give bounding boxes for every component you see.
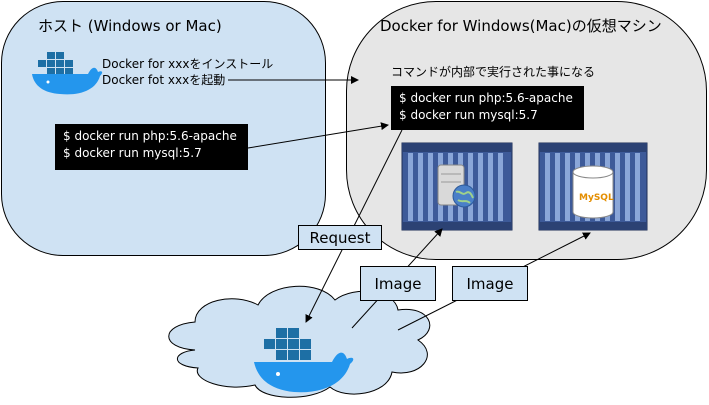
mysql-logo-text: MySQL — [579, 193, 614, 203]
host-title: ホスト (Windows or Mac) — [38, 17, 222, 35]
vm-terminal-line-1: $ docker run php:5.6-apache — [399, 91, 573, 105]
image-label-2: Image — [452, 266, 528, 301]
vm-title: Docker for Windows(Mac)の仮想マシン — [380, 17, 662, 35]
host-terminal: $ docker run php:5.6-apache $ docker run… — [55, 124, 248, 170]
arrow-terminal-to-vm — [247, 122, 389, 149]
vm-terminal: $ docker run php:5.6-apache $ docker run… — [391, 86, 584, 130]
docker-whale-icon-host — [32, 52, 103, 95]
web-server-icon — [437, 164, 476, 208]
host-note-install: Docker for xxxをインストール — [102, 57, 274, 71]
host-terminal-line-2: $ docker run mysql:5.7 — [63, 146, 202, 160]
mysql-database-icon: MySQL — [572, 165, 614, 219]
vm-subtitle: コマンドが内部で実行された事になる — [391, 65, 596, 79]
host-terminal-line-1: $ docker run php:5.6-apache — [63, 129, 237, 143]
request-label: Request — [298, 225, 382, 250]
vm-terminal-line-2: $ docker run mysql:5.7 — [399, 108, 538, 122]
docker-whale-icon-hub — [254, 328, 354, 393]
host-note-launch: Docker fot xxxを起動 — [102, 73, 226, 87]
image-label-1: Image — [360, 266, 436, 301]
